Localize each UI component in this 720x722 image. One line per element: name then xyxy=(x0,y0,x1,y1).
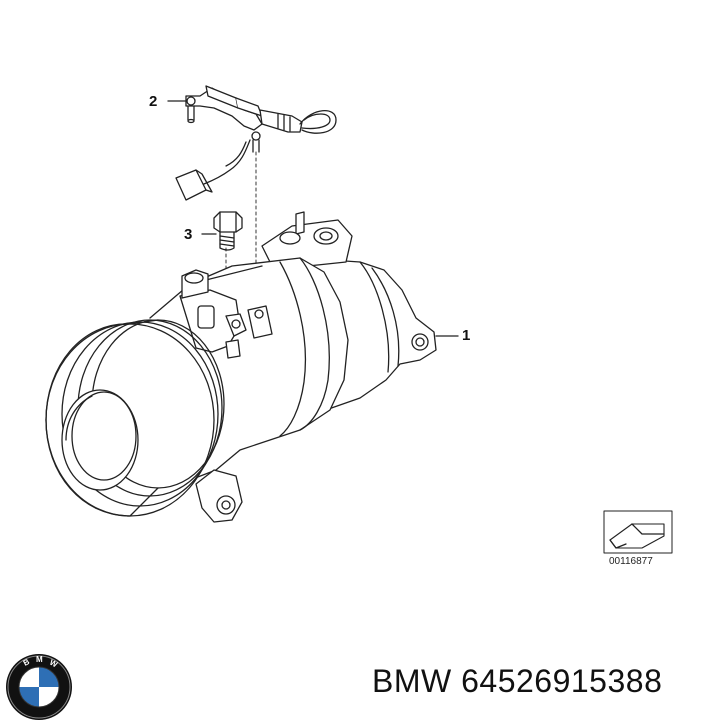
brand-name: BMW xyxy=(372,663,452,699)
svg-text:M: M xyxy=(36,655,43,664)
brand-part-number-caption: BMW 64526915388 xyxy=(372,663,662,700)
compressor-part-1 xyxy=(45,211,459,523)
svg-text:B: B xyxy=(22,657,32,668)
callout-number-2: 2 xyxy=(149,93,158,110)
callout-number-1: 1 xyxy=(462,327,471,344)
part-number: 64526915388 xyxy=(461,663,663,699)
bmw-logo-icon: B M W xyxy=(6,654,72,720)
svg-text:W: W xyxy=(48,658,59,670)
callout-number-3: 3 xyxy=(184,226,193,243)
reference-arrow-icon xyxy=(603,510,673,554)
sensor-part-2 xyxy=(167,85,337,201)
bolt-part-3 xyxy=(201,211,243,251)
reference-code: 00116877 xyxy=(609,556,653,567)
